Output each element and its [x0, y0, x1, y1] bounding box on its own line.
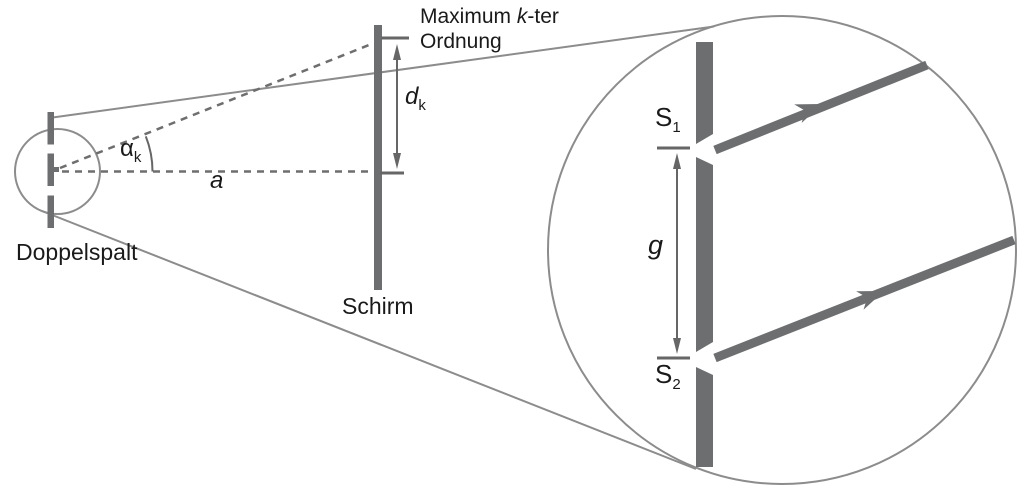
alpha-label-base: α: [120, 135, 134, 162]
slit-bar-bottom: [47, 195, 54, 228]
ray-to-maximum-dashed-line: [59, 41, 375, 170]
dk-label-sub: k: [418, 96, 426, 114]
s1-label-base: S: [655, 102, 673, 132]
alpha-label-sub: k: [133, 148, 142, 166]
s1-label: S1: [655, 102, 681, 135]
s2-label-sub: 2: [672, 376, 681, 394]
s2-label-base: S: [655, 359, 673, 389]
magnifier-circle: [547, 15, 1017, 485]
dk-label-base: d: [405, 83, 419, 110]
s2-label: S2: [655, 359, 681, 392]
schirm-label: Schirm: [342, 293, 414, 319]
g-arrowhead-top: [673, 153, 681, 169]
dk-arrowhead-top: [393, 44, 401, 60]
inset-bar-middle: [696, 157, 713, 352]
maximum-label-k: k: [516, 5, 528, 28]
doppelspalt-zoom-circle: [14, 128, 101, 215]
ray-s2: [713, 235, 1016, 363]
ray-s2-arrowhead: [856, 291, 884, 310]
ray-s1-arrowhead: [794, 104, 822, 123]
g-label: g: [648, 230, 664, 260]
slit-center-tick: [54, 167, 59, 172]
dk-label: dk: [405, 83, 426, 113]
screen-bar: [374, 25, 382, 290]
s1-label-sub: 1: [672, 119, 681, 137]
ray-s1: [713, 60, 929, 155]
maximum-label-line2: Ordnung: [420, 30, 502, 53]
doppelspalt-label: Doppelspalt: [16, 239, 138, 265]
g-arrowhead-bottom: [673, 338, 681, 354]
inset-bar-top: [696, 42, 713, 144]
zoom-cone-lower-line: [41, 210, 697, 470]
slit-bar-top: [47, 112, 54, 145]
a-label: a: [210, 167, 224, 194]
slit-bar-middle: [47, 153, 54, 186]
angle-arc: [144, 136, 154, 172]
dk-arrowhead-bottom: [393, 153, 401, 169]
inset-bar-bottom: [696, 367, 713, 467]
alpha-label: αk: [120, 135, 141, 165]
maximum-label-part2: -ter: [527, 5, 559, 28]
maximum-label-part1: Maximum: [420, 5, 512, 28]
